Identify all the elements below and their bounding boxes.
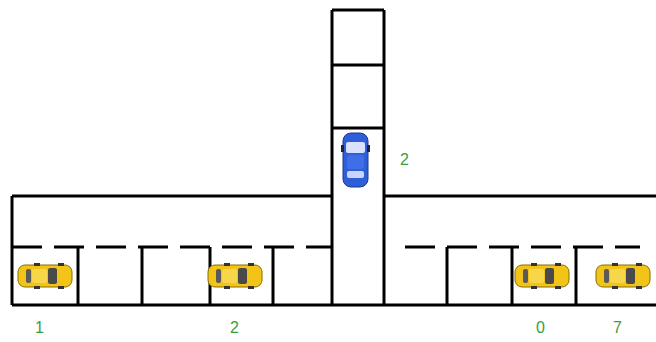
yellow-car (208, 263, 262, 289)
spot-number: 2 (230, 320, 239, 336)
car-number: 2 (400, 152, 409, 168)
yellow-car (596, 263, 650, 289)
lane-divider (12, 246, 640, 249)
yellow-car (18, 263, 72, 289)
spot-number: 7 (613, 320, 622, 336)
lot-outline (12, 10, 656, 305)
spot-number: 0 (536, 320, 545, 336)
blue-car (341, 133, 370, 187)
yellow-car (515, 263, 569, 289)
spot-number: 1 (35, 320, 44, 336)
